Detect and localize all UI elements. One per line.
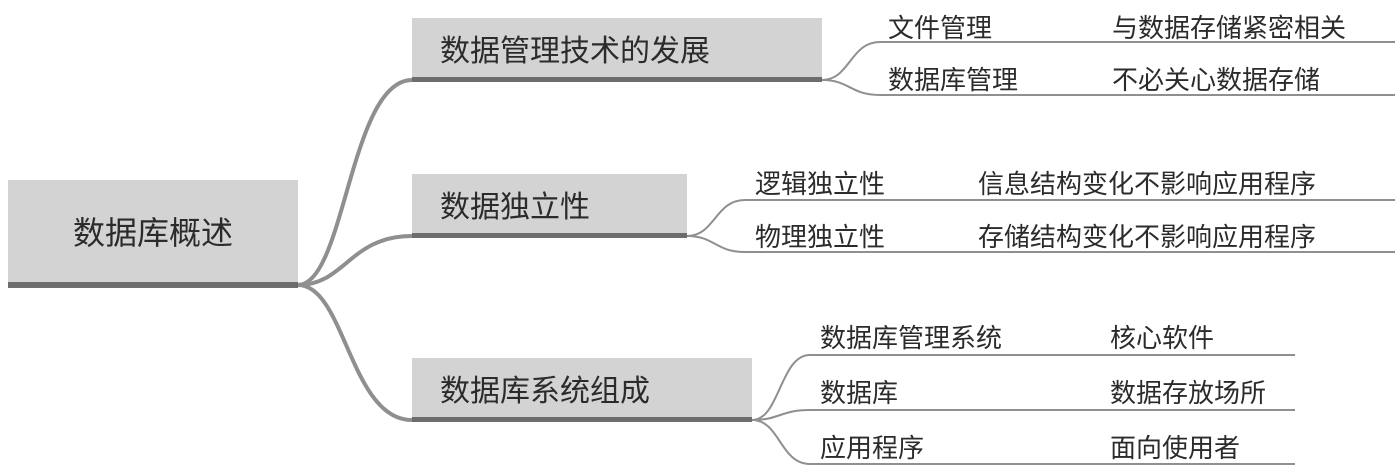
branch-label: 数据管理技术的发展 [440, 33, 710, 69]
connector-b3-l1 [751, 354, 1295, 421]
connector-root-b1 [297, 78, 413, 287]
leaf-name: 物理独立性 [755, 223, 886, 253]
leaf-desc: 存储结构变化不影响应用程序 [978, 223, 1317, 253]
leaf-name: 数据库管理 [888, 66, 1019, 96]
leaf-desc: 面向使用者 [1110, 434, 1241, 464]
branch-label: 数据库系统组成 [440, 373, 650, 409]
branch-data-independence: 数据独立性 [412, 174, 687, 238]
connector-root-b3 [297, 283, 413, 422]
leaf-desc: 数据存放场所 [1110, 379, 1267, 409]
connector-b1-l2 [821, 79, 1395, 96]
connector-b3-l2 [751, 409, 1295, 421]
branch-data-management: 数据管理技术的发展 [412, 18, 822, 82]
root-label: 数据库概述 [72, 214, 233, 252]
leaf-name: 逻辑独立性 [755, 170, 886, 200]
connector-root-b2 [297, 234, 413, 287]
leaf-desc: 不必关心数据存储 [1112, 66, 1321, 96]
leaf-name: 应用程序 [820, 434, 925, 464]
root-node: 数据库概述 [8, 180, 298, 288]
connector-b1-l1 [821, 41, 1395, 81]
leaf-desc: 与数据存储紧密相关 [1112, 14, 1347, 44]
connector-b2-l1 [686, 199, 1395, 237]
branch-db-system: 数据库系统组成 [412, 358, 752, 422]
branch-label: 数据独立性 [440, 189, 590, 225]
connector-b2-l2 [686, 235, 1395, 253]
leaf-name: 文件管理 [888, 14, 993, 44]
leaf-name: 数据库 [820, 379, 899, 409]
leaf-name: 数据库管理系统 [820, 324, 1003, 354]
leaf-desc: 信息结构变化不影响应用程序 [978, 170, 1317, 200]
connector-b3-l3 [751, 419, 1295, 465]
leaf-desc: 核心软件 [1110, 324, 1215, 354]
